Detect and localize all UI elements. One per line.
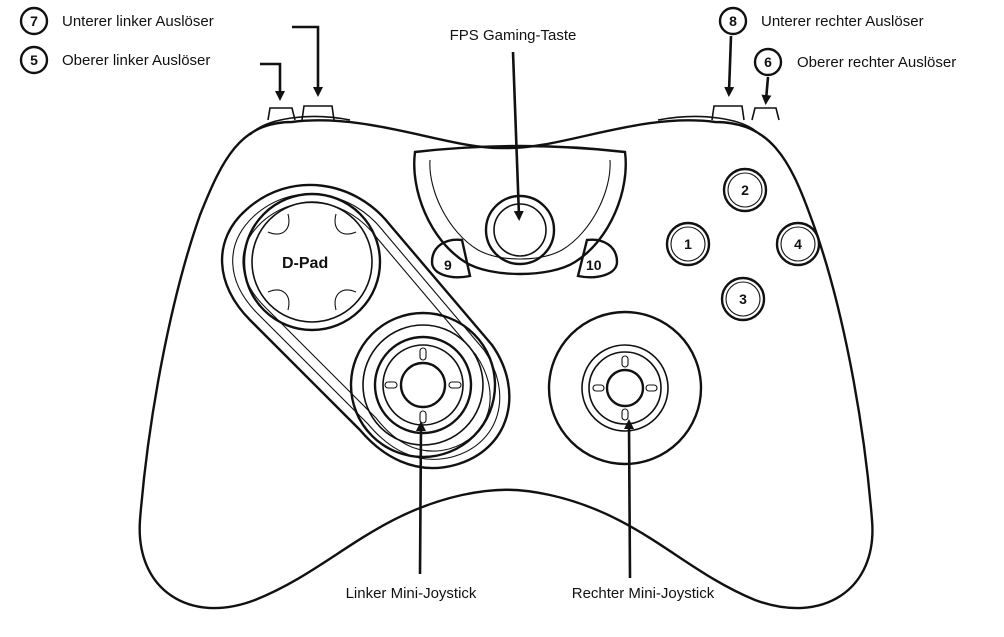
button-2[interactable]: 2 [722, 167, 768, 213]
callout-left-joystick-text: Linker Mini-Joystick [346, 585, 477, 602]
d-pad-label: D-Pad [282, 255, 328, 272]
left-bumper [267, 107, 296, 121]
callout-right-joystick: Rechter Mini-Joystick [572, 419, 715, 602]
callout-6-number: 6 [764, 54, 772, 70]
left-trigger [301, 105, 335, 121]
callout-fps-text: FPS Gaming-Taste [450, 27, 577, 44]
callout-left-joystick: Linker Mini-Joystick [346, 421, 477, 602]
callout-7-text: Unterer linker Auslöser [62, 13, 214, 30]
button-9-label: 9 [444, 257, 452, 273]
callout-6-text: Oberer rechter Auslöser [797, 54, 956, 71]
callout-5-text: Oberer linker Auslöser [62, 52, 210, 69]
right-trigger [711, 105, 745, 121]
button-10-label: 10 [586, 257, 602, 273]
callout-7-number: 7 [30, 13, 38, 29]
d-pad[interactable]: D-Pad [242, 192, 382, 332]
right-joystick-direction-marks [592, 355, 658, 421]
callout-8-number: 8 [729, 13, 737, 29]
callout-8-text: Unterer rechter Auslöser [761, 13, 924, 30]
button-10[interactable]: 10 [576, 238, 619, 279]
button-1[interactable]: 1 [665, 221, 711, 267]
callout-lower-left-trigger: 7 Unterer linker Auslöser [19, 6, 323, 97]
callout-5-number: 5 [30, 52, 38, 68]
left-joystick-direction-marks [384, 347, 462, 424]
button-9[interactable]: 9 [430, 238, 472, 279]
button-4-label: 4 [794, 236, 802, 252]
button-2-label: 2 [741, 182, 749, 198]
callout-fps-button: FPS Gaming-Taste [450, 27, 577, 221]
button-4[interactable]: 4 [775, 221, 821, 267]
right-joystick[interactable] [547, 310, 703, 466]
button-1-label: 1 [684, 236, 692, 252]
controller-body [138, 105, 874, 610]
button-3[interactable]: 3 [720, 276, 766, 322]
callout-upper-right-trigger: 6 Oberer rechter Auslöser [753, 47, 956, 105]
left-joystick[interactable] [349, 311, 497, 459]
fps-button[interactable] [484, 194, 556, 266]
button-3-label: 3 [739, 291, 747, 307]
callout-upper-left-trigger: 5 Oberer linker Auslöser [19, 45, 285, 101]
callout-lower-right-trigger: 8 Unterer rechter Auslöser [718, 6, 924, 97]
right-bumper [751, 107, 780, 121]
callout-right-joystick-text: Rechter Mini-Joystick [572, 585, 715, 602]
